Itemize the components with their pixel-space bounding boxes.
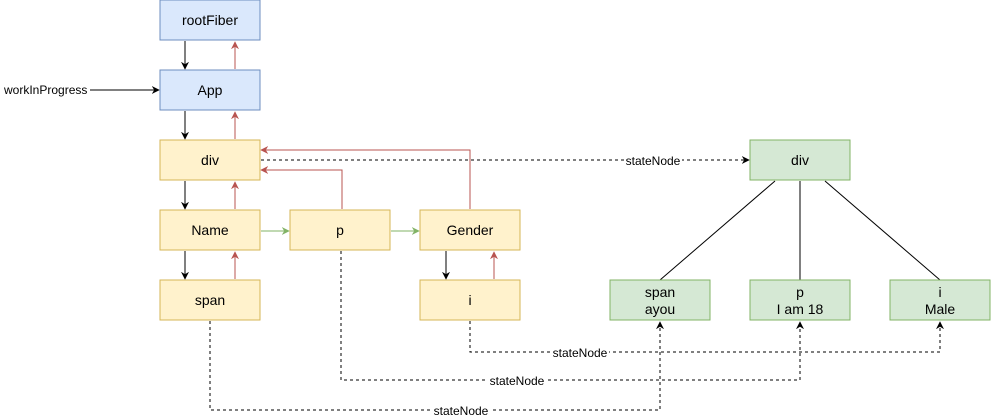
svg-text:div: div bbox=[791, 152, 809, 168]
state-node-arrow-i bbox=[469, 321, 944, 353]
dom-node-span: span ayou bbox=[609, 279, 711, 321]
state-node-label-i: stateNode bbox=[551, 346, 609, 360]
dom-tree-line-div-span bbox=[659, 180, 776, 281]
state-node-label-span: stateNode bbox=[432, 404, 490, 418]
svg-text:Gender: Gender bbox=[447, 222, 494, 238]
node-span: span bbox=[159, 279, 261, 321]
svg-text:p: p bbox=[796, 284, 804, 300]
svg-text:span: span bbox=[195, 292, 225, 308]
state-node-label-p: stateNode bbox=[488, 374, 546, 388]
svg-text:span: span bbox=[645, 284, 675, 300]
node-gender: Gender bbox=[419, 209, 521, 251]
svg-text:stateNode: stateNode bbox=[553, 346, 608, 360]
dom-node-i: i Male bbox=[889, 279, 991, 321]
svg-text:i: i bbox=[938, 284, 941, 300]
svg-text:stateNode: stateNode bbox=[490, 374, 545, 388]
node-rootfiber: rootFiber bbox=[159, 0, 261, 41]
svg-text:stateNode: stateNode bbox=[626, 154, 681, 168]
svg-text:stateNode: stateNode bbox=[434, 404, 489, 418]
state-node-label-div: stateNode bbox=[624, 154, 682, 168]
svg-text:Male: Male bbox=[925, 301, 956, 317]
dom-tree-line-div-i bbox=[824, 180, 941, 281]
node-i: i bbox=[419, 279, 521, 321]
svg-text:rootFiber: rootFiber bbox=[182, 12, 238, 28]
svg-text:App: App bbox=[198, 82, 223, 98]
return-arrow-gender-div bbox=[260, 146, 471, 209]
state-node-arrow-p bbox=[340, 251, 804, 381]
svg-text:i: i bbox=[468, 292, 471, 308]
node-div: div bbox=[159, 139, 261, 181]
return-arrow-p-div bbox=[260, 166, 343, 209]
svg-text:I am 18: I am 18 bbox=[777, 301, 824, 317]
work-in-progress-label: workInProgress bbox=[3, 83, 87, 97]
state-node-arrow-span bbox=[209, 321, 664, 411]
dom-node-div: div bbox=[749, 139, 851, 181]
node-app: App bbox=[159, 69, 261, 111]
svg-text:div: div bbox=[201, 152, 219, 168]
dom-node-p: p I am 18 bbox=[749, 279, 851, 321]
svg-text:p: p bbox=[336, 222, 344, 238]
svg-text:Name: Name bbox=[191, 222, 229, 238]
node-name: Name bbox=[159, 209, 261, 251]
svg-text:ayou: ayou bbox=[645, 301, 675, 317]
node-p: p bbox=[289, 209, 391, 251]
